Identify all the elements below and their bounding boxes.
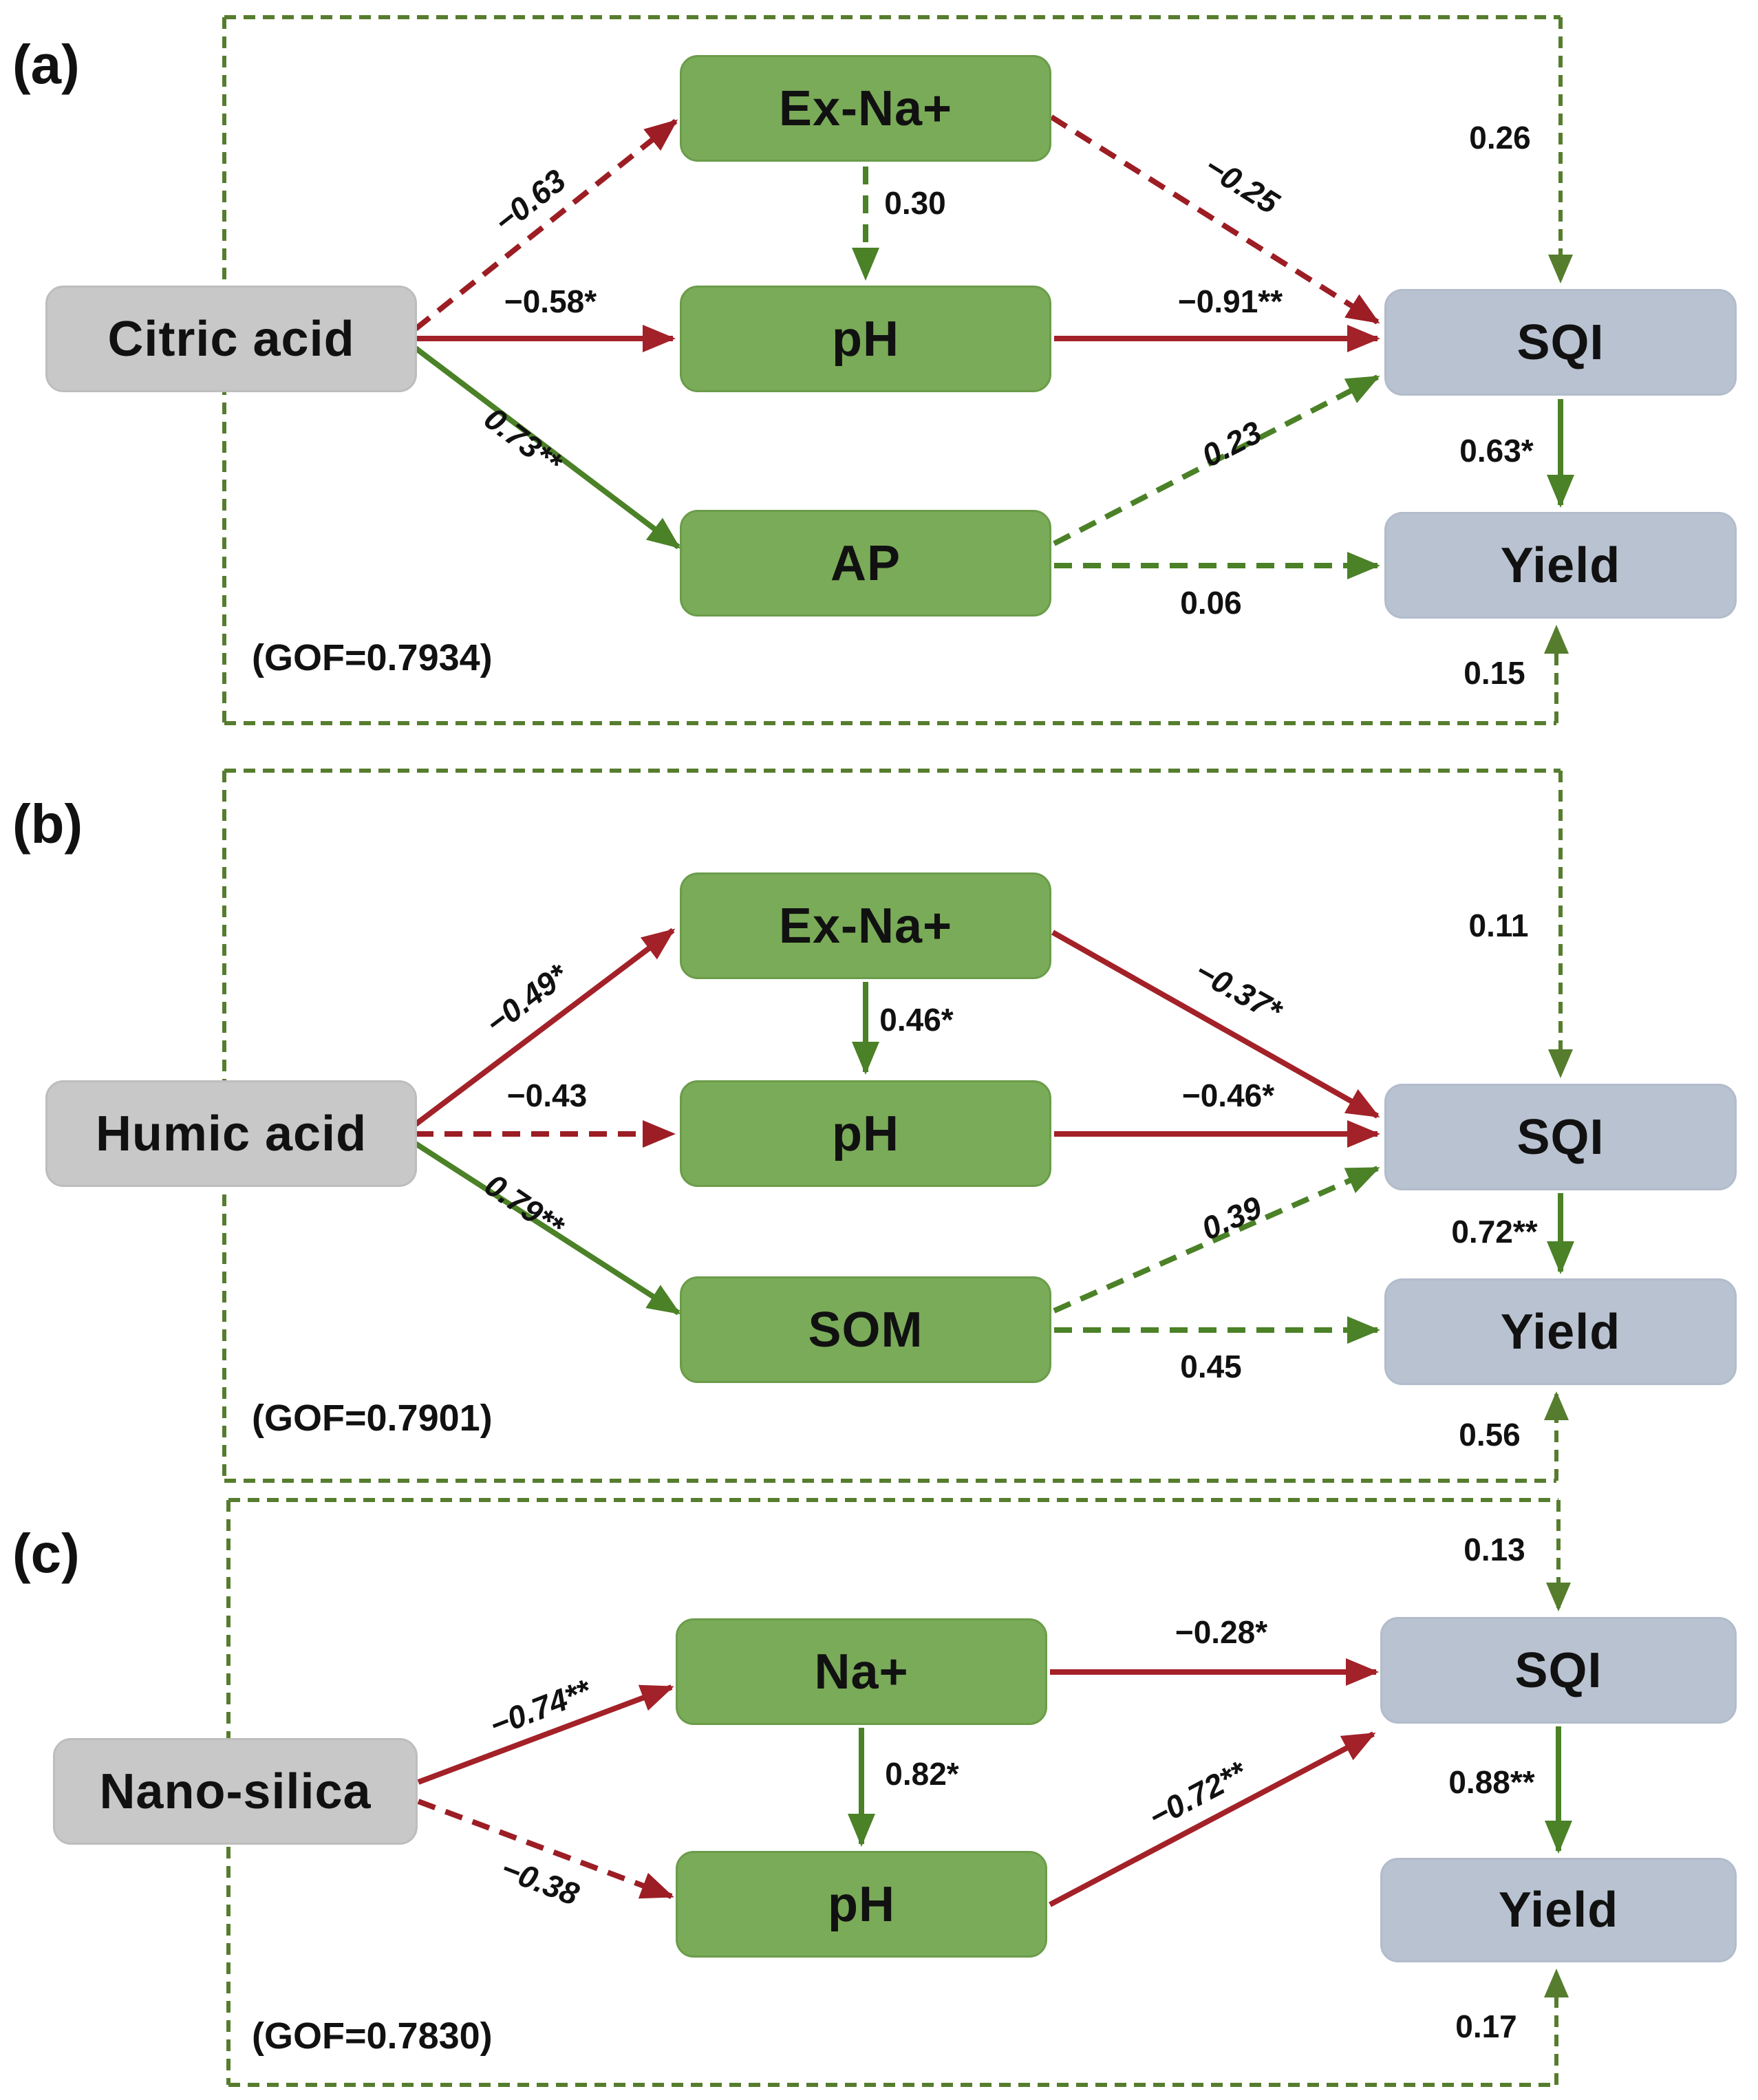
panel-label-a: (a) (12, 34, 80, 95)
node-sqi-a: SQI (1384, 289, 1737, 396)
coef-sqi-yield-b: 0.72** (1451, 1214, 1538, 1250)
edge-ph-to-sqi-c (1049, 1731, 1376, 1907)
panel-label-c: (c) (12, 1523, 80, 1584)
coef-ph-sqi-b: −0.46* (1181, 1078, 1275, 1113)
edge-nano-to-na (417, 1684, 674, 1785)
node-exna-b: Ex-Na+ (680, 872, 1051, 979)
panel-label-b: (b) (12, 793, 83, 855)
gof-b: (GOF=0.7901) (252, 1397, 493, 1439)
coef-na-ph: 0.82* (885, 1756, 959, 1792)
panel-a-edges (222, 15, 1574, 725)
coef-som-yield: 0.45 (1180, 1349, 1242, 1384)
coef-na-sqi: −0.28* (1175, 1614, 1268, 1650)
node-yield-c: Yield (1380, 1858, 1737, 1962)
node-sqi-b: SQI (1384, 1084, 1737, 1190)
coef-sqi-yield-c: 0.88** (1448, 1764, 1535, 1800)
node-ph-b: pH (680, 1080, 1051, 1187)
edge-humic-to-exna (414, 928, 676, 1127)
coef-direct-yield-c: 0.17 (1455, 2008, 1517, 2044)
coef-direct-yield-a: 0.15 (1464, 655, 1525, 691)
gof-c: (GOF=0.7830) (252, 2015, 493, 2057)
node-som: SOM (680, 1276, 1051, 1383)
edge-som-to-sqi (1053, 1166, 1380, 1314)
coef-exna-ph-b: 0.46* (879, 1002, 954, 1038)
coef-direct-sqi-a: 0.26 (1469, 120, 1531, 156)
edge-nano-to-ph (417, 1799, 674, 1899)
node-yield-a: Yield (1384, 512, 1737, 619)
edge-humic-to-som (414, 1141, 681, 1316)
edge-exna-to-sqi-b (1051, 930, 1380, 1119)
node-humic-acid: Humic acid (45, 1080, 417, 1187)
panel-c-edges (226, 1498, 1572, 2087)
coef-direct-yield-b: 0.56 (1459, 1417, 1521, 1453)
coef-ap-yield: 0.06 (1180, 585, 1242, 621)
edge-citric-to-ap (414, 345, 681, 550)
edge-citric-to-exna (414, 118, 678, 332)
coef-exna-ph-a: 0.30 (884, 185, 946, 221)
coef-direct-sqi-c: 0.13 (1464, 1532, 1525, 1567)
gof-a: (GOF=0.7934) (252, 637, 493, 678)
node-sqi-c: SQI (1380, 1617, 1737, 1724)
node-ph-a: pH (680, 286, 1051, 392)
coef-direct-sqi-b: 0.11 (1468, 908, 1529, 943)
edge-exna-to-sqi-a (1049, 114, 1380, 325)
node-na: Na+ (676, 1618, 1047, 1725)
coef-humic-ph: −0.43 (506, 1078, 588, 1113)
node-ph-c: pH (676, 1851, 1047, 1958)
edge-ap-to-sqi (1053, 374, 1380, 546)
coef-sqi-yield-a: 0.63* (1459, 433, 1534, 469)
coef-ph-sqi-a: −0.91** (1177, 283, 1283, 319)
node-yield-b: Yield (1384, 1278, 1737, 1385)
node-citric-acid: Citric acid (45, 286, 417, 392)
node-exna-a: Ex-Na+ (680, 55, 1051, 162)
coef-citric-ph: −0.58* (504, 283, 597, 319)
node-ap: AP (680, 510, 1051, 617)
node-nano-silica: Nano-silica (53, 1738, 418, 1845)
